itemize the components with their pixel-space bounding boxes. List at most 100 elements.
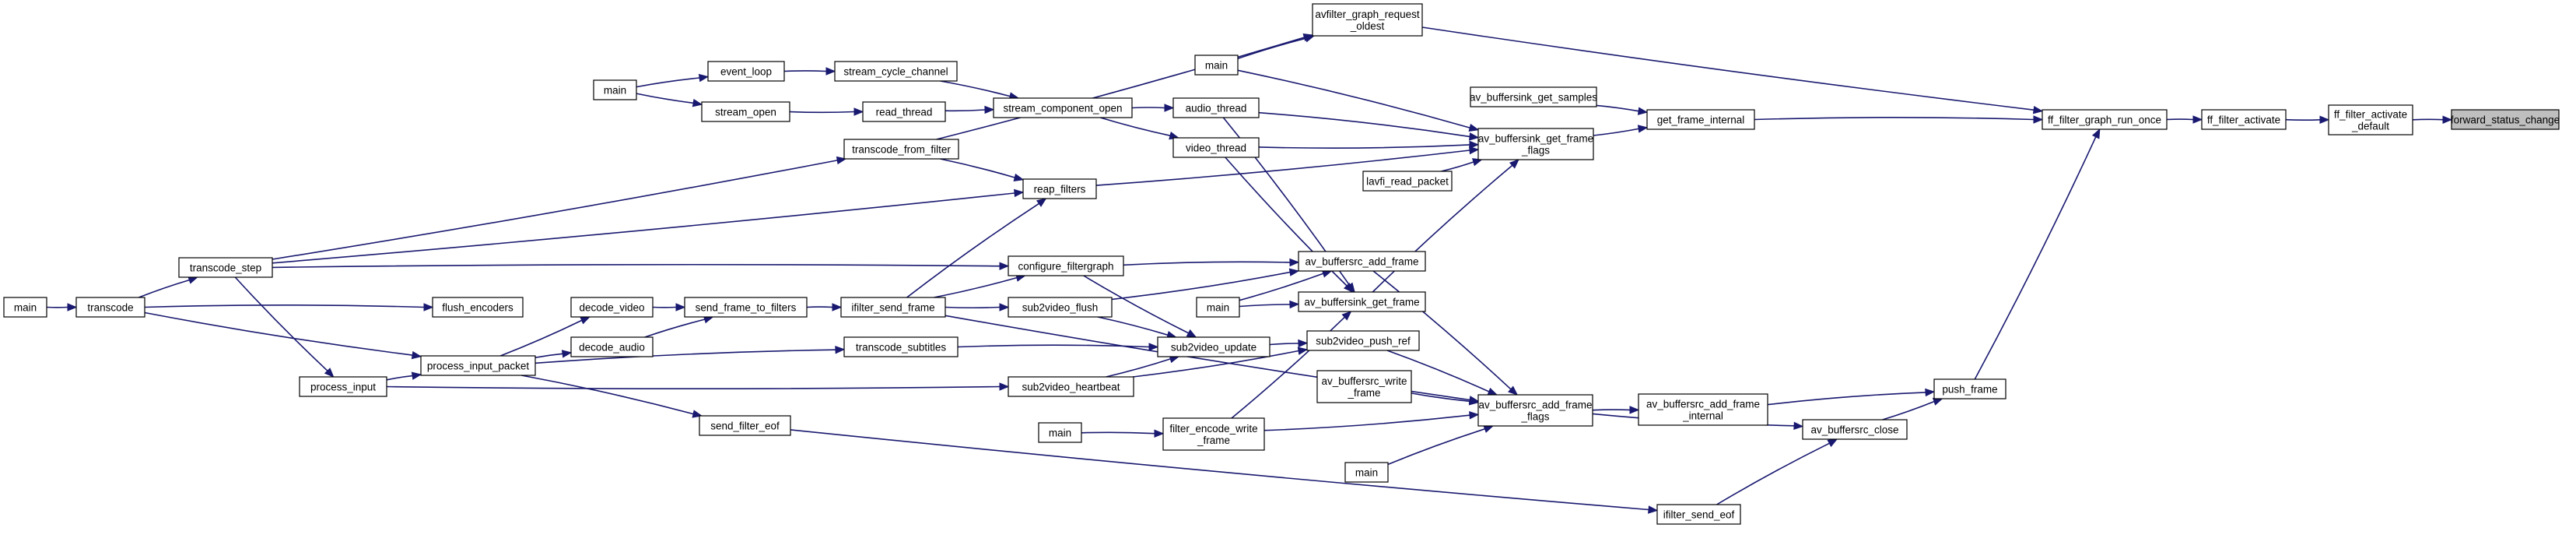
call-edge-line [790, 429, 1649, 511]
call-edge-line [1081, 431, 1155, 435]
node-box [432, 297, 524, 318]
call-edge-arrowhead [1468, 396, 1480, 404]
graph-node-get-frame-internal[interactable]: get_frame_internal [1646, 109, 1755, 130]
graph-node-transcode-step[interactable]: transcode_step [178, 257, 273, 278]
graph-node-send-filter-eof[interactable]: send_filter_eof [699, 415, 791, 436]
node-box [1638, 393, 1768, 426]
graph-node-decode-audio[interactable]: decode_audio [570, 336, 654, 357]
call-edge [945, 303, 1010, 311]
node-label: _internal [1682, 410, 1723, 422]
node-box [1656, 504, 1741, 525]
node-box [684, 297, 808, 318]
graph-node-transcode-from-filter[interactable]: transcode_from_filter [843, 139, 959, 160]
call-edge-line [1441, 161, 1474, 172]
node-label: sub2video_heartbeat [1022, 382, 1120, 393]
graph-node-main-fe[interactable]: main [1038, 422, 1082, 443]
graph-node-read-thread[interactable]: read_thread [862, 101, 946, 122]
graph-node-ff-filter-graph-run-once[interactable]: ff_filter_graph_run_once [2042, 109, 2168, 130]
graph-node-av-buffersink-get-frame-flags[interactable]: av_buffersink_get_frame_flags [1477, 128, 1594, 160]
graph-node-stream-component-open[interactable]: stream_component_open [993, 97, 1133, 118]
node-box [1022, 178, 1097, 199]
graph-node-transcode[interactable]: transcode [75, 297, 145, 318]
node-label: decode_audio [579, 342, 645, 354]
call-edge-line [1237, 37, 1306, 60]
graph-node-configure-filtergraph[interactable]: configure_filtergraph [1008, 255, 1124, 276]
graph-node-main-top[interactable]: main [1194, 55, 1239, 76]
graph-node-av-buffersink-get-samples[interactable]: av_buffersink_get_samples [1470, 86, 1597, 107]
node-box [1298, 251, 1426, 272]
node-label: _default [2351, 121, 2389, 132]
node-label: lavfi_read_packet [1366, 176, 1449, 188]
graph-node-av-buffersrc-write-frame[interactable]: av_buffersrc_write_frame [1316, 370, 1412, 403]
call-edge [806, 303, 843, 311]
node-box [701, 101, 790, 122]
call-edge-line [1974, 136, 2097, 380]
node-label: configure_filtergraph [1018, 261, 1113, 273]
call-edge-line [386, 375, 413, 381]
node-box [1038, 422, 1082, 443]
graph-node-process-input-packet[interactable]: process_input_packet [420, 355, 536, 376]
call-edge [1123, 258, 1300, 267]
graph-node-ifilter-send-frame[interactable]: ifilter_send_frame [840, 297, 946, 318]
node-box [1008, 297, 1113, 318]
graph-node-av-buffersrc-add-frame-flags[interactable]: av_buffersrc_add_frame_flags [1477, 394, 1593, 427]
graph-node-sub2video-push-ref[interactable]: sub2video_push_ref [1306, 330, 1420, 351]
graph-node-audio-thread[interactable]: audio_thread [1172, 97, 1260, 118]
graph-node-ifilter-send-eof[interactable]: ifilter_send_eof [1656, 504, 1741, 525]
call-edge-line [957, 344, 1150, 348]
graph-node-sub2video-heartbeat[interactable]: sub2video_heartbeat [1008, 376, 1134, 397]
graph-node-filter-encode-write-frame[interactable]: filter_encode_write_frame [1162, 417, 1265, 451]
call-edge-line [1100, 117, 1171, 136]
call-edge [1372, 270, 1519, 396]
graph-node-forward-status-change[interactable]: forward_status_change [2451, 109, 2560, 130]
graph-node-stream-open[interactable]: stream_open [701, 101, 790, 122]
graph-node-sub2video-update[interactable]: sub2video_update [1157, 336, 1270, 357]
call-edge-arrowhead [825, 67, 836, 76]
graph-node-avfilter-graph-request-oldest[interactable]: avfilter_graph_request_oldest [1312, 3, 1423, 37]
graph-node-main-left[interactable]: main [3, 297, 47, 318]
graph-node-event-loop[interactable]: event_loop [707, 61, 785, 82]
graph-node-push-frame[interactable]: push_frame [1933, 378, 2006, 399]
graph-node-lavfi-read-packet[interactable]: lavfi_read_packet [1362, 171, 1453, 192]
call-edge [945, 105, 995, 114]
graph-node-reap-filters[interactable]: reap_filters [1022, 178, 1097, 199]
call-edge-arrowhead [1343, 283, 1354, 293]
graph-node-ff-filter-activate-default[interactable]: ff_filter_activate_default [2328, 104, 2413, 135]
graph-node-sub2video-flush[interactable]: sub2video_flush [1008, 297, 1113, 318]
call-edge [783, 67, 836, 76]
node-label: main [14, 302, 37, 314]
graph-node-stream-cycle-channel[interactable]: stream_cycle_channel [834, 61, 958, 82]
call-edge [521, 375, 703, 418]
node-label: ff_filter_activate [2207, 114, 2280, 126]
graph-node-main-play[interactable]: main [593, 79, 637, 100]
node-label: ifilter_send_eof [1663, 509, 1735, 521]
node-box [1344, 462, 1389, 483]
call-edge-arrowhead [67, 303, 78, 311]
call-edge-arrowhead [423, 303, 434, 311]
graph-node-process-input[interactable]: process_input [299, 376, 387, 397]
call-edge-arrowhead [1637, 125, 1649, 133]
call-edge-line [1131, 107, 1165, 109]
call-edge-arrowhead [1472, 158, 1483, 167]
graph-node-ff-filter-activate[interactable]: ff_filter_activate [2201, 109, 2287, 130]
call-edge-arrowhead [1014, 188, 1025, 198]
node-label: ifilter_send_frame [851, 302, 934, 314]
graph-node-transcode-subtitles[interactable]: transcode_subtitles [843, 336, 959, 357]
graph-node-video-thread[interactable]: video_thread [1172, 137, 1260, 158]
graph-node-flush-encoders[interactable]: flush_encoders [432, 297, 524, 318]
graph-node-av-buffersrc-close[interactable]: av_buffersrc_close [1802, 419, 1908, 440]
call-edge [1095, 146, 1480, 186]
graph-node-main-mid[interactable]: main [1196, 297, 1240, 318]
graph-node-av-buffersrc-add-frame-internal[interactable]: av_buffersrc_add_frame_internal [1638, 393, 1768, 426]
node-label: stream_cycle_channel [843, 66, 948, 78]
node-box [1933, 378, 2006, 399]
node-label: sub2video_update [1171, 342, 1256, 354]
graph-node-decode-video[interactable]: decode_video [570, 297, 654, 318]
graph-node-send-frame-to-filters[interactable]: send_frame_to_filters [684, 297, 808, 318]
node-box [1646, 109, 1755, 130]
graph-node-main-bottom[interactable]: main [1344, 462, 1389, 483]
call-edge [1372, 159, 1519, 293]
graph-node-av-buffersink-get-frame[interactable]: av_buffersink_get_frame [1298, 291, 1426, 312]
call-edge [1596, 104, 1649, 115]
graph-node-av-buffersrc-add-frame[interactable]: av_buffersrc_add_frame [1298, 251, 1426, 272]
